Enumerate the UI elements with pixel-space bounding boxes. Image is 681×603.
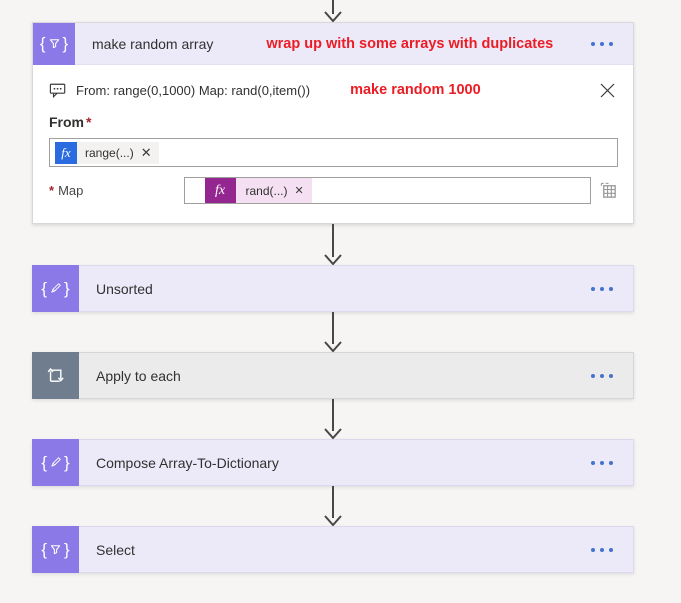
brace-glyph: { <box>41 453 47 472</box>
comment-bar: From: range(0,1000) Map: rand(0,item()) … <box>49 65 618 99</box>
expression-token-rand[interactable]: fx rand(...) ✕ <box>204 178 312 203</box>
action-title: Unsorted <box>96 280 153 297</box>
select-action-icon: { } <box>32 526 79 573</box>
from-input[interactable]: fx range(...) ✕ <box>49 138 618 167</box>
connector-arrow-down <box>324 312 342 352</box>
action-card-make-random-array: { } make random array wrap up with some … <box>32 22 634 224</box>
connector-arrow-down <box>324 399 342 439</box>
brace-glyph: } <box>64 453 70 472</box>
fx-icon: fx <box>204 178 236 203</box>
brace-glyph: { <box>41 279 47 298</box>
required-asterisk: * <box>86 114 92 130</box>
select-action-icon: { } <box>33 22 75 65</box>
action-menu-button[interactable] <box>591 547 613 552</box>
compose-action-icon: { } <box>32 439 79 486</box>
brace-glyph: } <box>62 34 69 53</box>
action-body: From: range(0,1000) Map: rand(0,item()) … <box>33 65 633 223</box>
comment-text: From: range(0,1000) Map: rand(0,item()) <box>76 82 311 98</box>
action-menu-button[interactable] <box>591 286 613 291</box>
brace-glyph: { <box>39 34 46 53</box>
action-select[interactable]: { } Select <box>32 526 634 573</box>
map-input[interactable]: fx rand(...) ✕ <box>183 177 591 204</box>
switch-map-text-mode-button[interactable] <box>599 181 618 200</box>
close-icon[interactable] <box>597 80 618 101</box>
action-menu-button[interactable] <box>591 460 613 465</box>
brace-glyph: } <box>64 540 70 559</box>
loop-icon <box>32 352 79 399</box>
action-header[interactable]: { } make random array wrap up with some … <box>33 22 633 65</box>
brace-glyph: } <box>64 279 70 298</box>
connector-arrow-down <box>324 486 342 526</box>
required-asterisk: * <box>49 183 55 198</box>
token-remove-icon[interactable]: ✕ <box>140 144 152 160</box>
action-apply-to-each[interactable]: Apply to each <box>32 352 634 399</box>
brace-glyph: { <box>41 540 47 559</box>
table-mode-icon <box>600 182 616 198</box>
action-menu-button[interactable] <box>591 373 613 378</box>
action-menu-button[interactable] <box>591 41 613 46</box>
action-title: Select <box>96 541 135 558</box>
connector-arrow-down <box>324 0 342 22</box>
pencil-icon <box>51 283 61 293</box>
from-field-label: From* <box>49 114 92 130</box>
map-field-row: *Map fx rand(...) ✕ <box>49 177 618 204</box>
action-unsorted[interactable]: { } Unsorted <box>32 265 634 312</box>
pencil-icon <box>51 457 61 467</box>
token-label: rand(...) <box>245 183 288 198</box>
action-title: make random array <box>92 35 214 52</box>
action-compose-array-to-dictionary[interactable]: { } Compose Array-To-Dictionary <box>32 439 634 486</box>
comment-icon <box>49 83 66 98</box>
token-label: range(...) <box>85 145 134 160</box>
compose-action-icon: { } <box>32 265 79 312</box>
token-remove-icon[interactable]: ✕ <box>294 185 304 197</box>
annotation-text: make random 1000 <box>350 82 481 98</box>
annotation-text: wrap up with some arrays with duplicates <box>266 35 554 52</box>
action-title: Apply to each <box>96 367 181 384</box>
fx-icon: fx <box>55 141 77 164</box>
connector-arrow-down <box>324 224 342 265</box>
funnel-icon <box>49 39 59 49</box>
funnel-icon <box>50 545 61 555</box>
expression-token-range[interactable]: fx range(...) ✕ <box>55 141 159 164</box>
map-field-label: *Map <box>49 183 84 198</box>
action-title: Compose Array-To-Dictionary <box>96 454 279 471</box>
